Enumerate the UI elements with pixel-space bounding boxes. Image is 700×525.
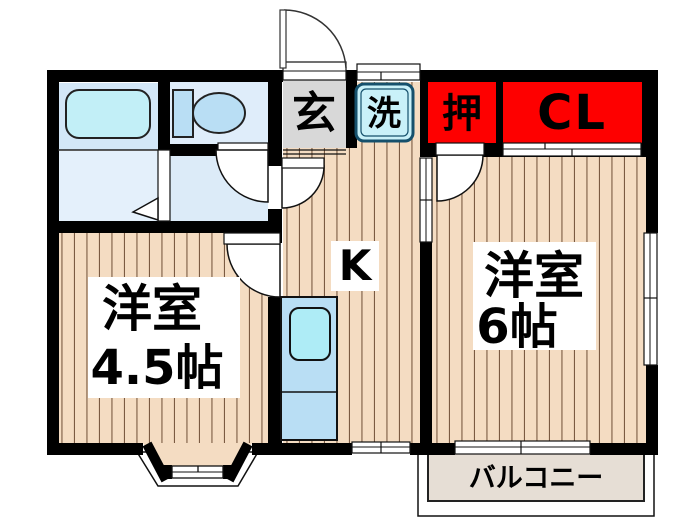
- washing-machine-inner: [360, 88, 409, 137]
- closet-cl-box: [503, 82, 642, 143]
- oshiire-label: 押: [442, 91, 482, 137]
- bathtub-icon: [65, 89, 151, 139]
- wall-top-west: [47, 70, 283, 82]
- closet-oshiire-box: [428, 82, 496, 143]
- room-east-label-box: [473, 242, 596, 350]
- wall-bottom-3: [410, 443, 455, 455]
- bay-wall-corner-left: [160, 465, 172, 479]
- entrance-door-panel: [279, 9, 287, 69]
- room-west-name: 洋室: [102, 280, 202, 338]
- wall-central-1: [268, 75, 282, 166]
- wall-washroom-bottom: [47, 221, 281, 233]
- laundry-label: 洗: [367, 94, 401, 134]
- kitchen-label: K: [339, 241, 373, 290]
- washroom-door-triangle: [131, 196, 159, 222]
- entrance-label: 玄: [292, 88, 336, 139]
- wall-entrance-right: [346, 75, 357, 148]
- kitchen-sink-icon: [289, 307, 331, 361]
- toilet-bowl-icon: [192, 92, 246, 134]
- room-west-size: 4.5帖: [90, 340, 223, 396]
- washroom-slide-door: [157, 149, 171, 222]
- room-east-name: 洋室: [484, 247, 584, 305]
- wall-central-3: [268, 297, 282, 443]
- room-west-door-arc: [226, 243, 281, 298]
- wall-toilet-bottom: [158, 144, 218, 156]
- wall-bottom-4: [590, 443, 658, 455]
- wall-bath-toilet: [158, 82, 170, 150]
- oshiire-door-arc: [436, 154, 484, 202]
- hall-kitchen-door-arc: [281, 165, 325, 209]
- oshiire-door-leaf: [435, 142, 485, 156]
- wall-right-upper: [646, 70, 658, 233]
- toilet-door-arc: [215, 149, 269, 203]
- room-west-door-leaf: [223, 232, 281, 245]
- toilet-tank-icon: [172, 89, 194, 138]
- cl-label: CL: [537, 85, 607, 141]
- hall-kitchen-door-leaf: [281, 157, 325, 169]
- wall-right-lower: [646, 365, 658, 455]
- balcony-floor: [427, 451, 645, 502]
- room-east-size: 6帖: [476, 299, 557, 355]
- kitchen-label-box: [331, 241, 379, 291]
- room-west-label-box: [88, 277, 240, 398]
- wall-bottom-1: [47, 443, 143, 455]
- balcony-label: バルコニー: [469, 463, 603, 494]
- bay-wall-corner-right: [223, 465, 235, 479]
- wall-bottom-2: [252, 443, 352, 455]
- washing-machine-icon: [354, 82, 415, 143]
- wall-kitchen-east: [420, 242, 432, 443]
- floor-entrance: [283, 75, 346, 148]
- entrance-door-arc: [283, 9, 347, 69]
- wall-left: [47, 70, 59, 455]
